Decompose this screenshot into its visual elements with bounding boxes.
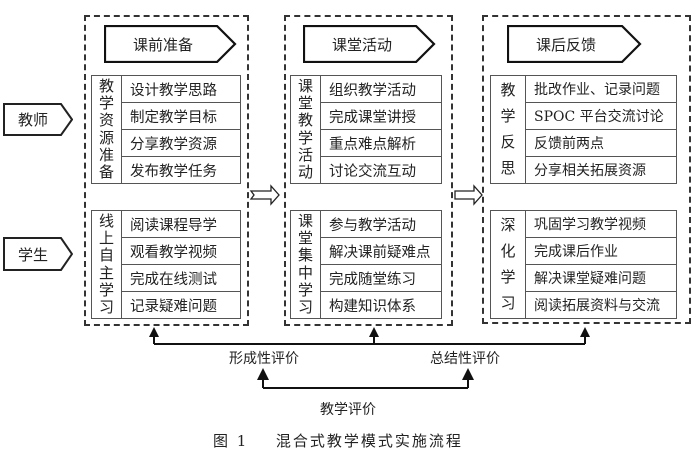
student-block-pre-class: 线 上 自 主 学 习 阅读课程导学 观看教学视频 完成在线测试 记录疑难问题 <box>91 210 241 319</box>
block-item: 组织教学活动 <box>321 76 441 103</box>
side-char: 准 <box>98 145 114 164</box>
phase-in-class <box>284 15 453 326</box>
side-char: 学 <box>297 280 313 299</box>
side-char: 习 <box>98 297 114 316</box>
side-char: 深 <box>500 216 516 235</box>
figure-number: 图 1 <box>213 432 249 450</box>
pentagon-arrow-shape <box>104 25 237 63</box>
block-item: 讨论交流互动 <box>329 163 416 180</box>
side-char: 思 <box>500 158 516 177</box>
phase-pre-class <box>84 15 249 326</box>
side-char: 堂 <box>297 229 313 248</box>
evaluation-lower-bar <box>257 368 474 389</box>
pentagon-arrow-shape <box>507 25 642 63</box>
side-char: 集 <box>297 246 313 265</box>
evaluation-upper-bar <box>149 327 590 345</box>
block-item: 巩固学习教学视频 <box>526 211 676 238</box>
block-item: 设计教学思路 <box>122 76 240 103</box>
block-side-label: 线 上 自 主 学 习 <box>92 211 122 318</box>
block-item: 完成课堂讲授 <box>321 103 441 130</box>
block-item: 制定教学目标 <box>122 103 240 130</box>
side-char: 堂 <box>297 94 313 113</box>
side-char: 主 <box>98 263 114 282</box>
summative-evaluation-label: 总结性评价 <box>430 351 500 367</box>
block-item: 分享教学资源 <box>122 130 240 157</box>
side-char: 课 <box>297 77 313 96</box>
side-char: 线 <box>98 212 114 231</box>
block-item: 完成随堂练习 <box>321 265 441 292</box>
side-char: 教 <box>500 81 516 100</box>
side-char: 自 <box>98 246 114 265</box>
teacher-block-pre-class: 教 学 资 源 准 备 设计教学思路 制定教学目标 分享教学资源 发布教学任务 <box>91 75 241 184</box>
side-char: 资 <box>98 111 114 130</box>
student-block-in-class: 课 堂 集 中 学 习 参与教学活动 解决课前疑难点 完成随堂练习 构建知识体系 <box>290 210 442 319</box>
teacher-block-in-class: 课 堂 教 学 活 动 组织教学活动 完成课堂讲授 重点难点解析 讨论交流互动 <box>290 75 442 184</box>
side-char: 反 <box>500 132 516 151</box>
phase-post-class <box>482 15 691 324</box>
block-item: 批改作业、记录问题 <box>526 76 676 103</box>
side-char: 课 <box>297 212 313 231</box>
pentagon-arrow-shape <box>303 25 436 63</box>
block-item: 观看教学视频 <box>122 238 240 265</box>
block-side-label: 教 学 反 思 <box>491 76 526 183</box>
student-block-post-class: 深 化 学 习 巩固学习教学视频 完成课后作业 解决课堂疑难问题 阅读拓展资料与… <box>490 210 677 319</box>
block-item: 分享相关拓展资源 <box>534 163 646 179</box>
block-side-label: 课 堂 集 中 学 习 <box>291 211 321 318</box>
block-item: 解决课堂疑难问题 <box>526 265 676 292</box>
pentagon-arrow-shape <box>3 103 73 136</box>
block-item: 阅读课程导学 <box>122 211 240 238</box>
block-item: 解决课前疑难点 <box>321 238 441 265</box>
block-item: 完成课后作业 <box>526 238 676 265</box>
block-side-label: 深 化 学 习 <box>491 211 526 318</box>
role-teacher-label: 教师 <box>17 111 48 129</box>
role-teacher: 教师 <box>3 103 73 136</box>
figure-title: 混合式教学模式实施流程 <box>275 432 463 450</box>
side-char: 学 <box>500 267 516 286</box>
teaching-evaluation-label: 教学评价 <box>320 402 376 418</box>
side-char: 学 <box>98 94 114 113</box>
side-char: 教 <box>297 111 313 130</box>
side-char: 学 <box>500 107 516 126</box>
side-char: 教 <box>98 77 114 96</box>
block-side-label: 课 堂 教 学 活 动 <box>291 76 321 183</box>
pentagon-arrow-shape <box>3 237 73 271</box>
block-item: 阅读拓展资料与交流 <box>534 298 660 314</box>
side-char: 化 <box>500 242 516 261</box>
phase-title-label: 课后反馈 <box>535 35 596 54</box>
figure-caption: 图 1 混合式教学模式实施流程 <box>213 430 463 451</box>
phase-title-label: 课堂活动 <box>331 35 392 54</box>
block-item: 完成在线测试 <box>122 265 240 292</box>
block-item: 反馈前两点 <box>526 130 676 157</box>
side-char: 源 <box>98 128 114 147</box>
side-char: 备 <box>98 162 114 181</box>
block-side-label: 教 学 资 源 准 备 <box>92 76 122 183</box>
teacher-block-post-class: 教 学 反 思 批改作业、记录问题 SPOC 平台交流讨论 反馈前两点 分享相关… <box>490 75 677 184</box>
side-char: 动 <box>297 162 313 181</box>
phase-title-label: 课前准备 <box>132 35 193 54</box>
side-char: 中 <box>297 263 313 282</box>
side-char: 学 <box>98 280 114 299</box>
formative-evaluation-label: 形成性评价 <box>229 351 299 367</box>
flow-arrow-pre-to-in <box>249 184 280 206</box>
side-char: 习 <box>500 293 516 312</box>
side-char: 学 <box>297 128 313 147</box>
phase-title-post-class: 课后反馈 <box>507 25 642 63</box>
block-item: 构建知识体系 <box>329 298 416 315</box>
phase-title-pre-class: 课前准备 <box>104 25 237 63</box>
phase-title-in-class: 课堂活动 <box>303 25 436 63</box>
role-student: 学生 <box>3 237 73 271</box>
block-item: 重点难点解析 <box>321 130 441 157</box>
block-item: 参与教学活动 <box>321 211 441 238</box>
block-item: 发布教学任务 <box>130 163 217 180</box>
block-item: 记录疑难问题 <box>130 298 217 315</box>
block-item: SPOC 平台交流讨论 <box>526 103 676 130</box>
side-char: 习 <box>297 297 313 316</box>
side-char: 上 <box>98 229 114 248</box>
role-student-label: 学生 <box>17 245 48 264</box>
flow-arrow-in-to-post <box>454 184 483 206</box>
side-char: 活 <box>297 145 313 164</box>
